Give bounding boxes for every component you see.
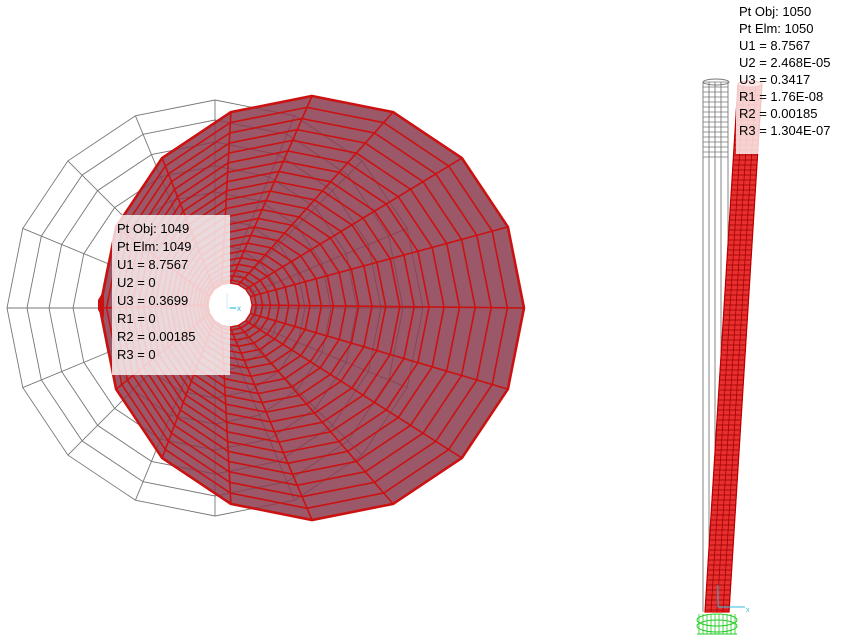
axis-x-label: x: [237, 304, 241, 313]
deformed-edge-fragment: [98, 290, 104, 318]
joint-tooltip-background: [112, 215, 230, 375]
tooltip-u1: U1 = 8.7567: [739, 38, 811, 53]
deformed-column-line: [722, 83, 757, 613]
joint-tooltip-background-elevation: [736, 2, 858, 154]
support-ring: [696, 613, 738, 627]
tooltip-u2: U2 = 2.468E-05: [739, 55, 831, 70]
undeformed-column-top: [702, 78, 730, 86]
deformed-mesh-elevation: [704, 80, 763, 613]
deformed-radial: [245, 157, 463, 291]
tooltip-r1: R1 = 1.76E-08: [739, 89, 824, 104]
tooltip-point-object: Pt Obj: 1050: [739, 4, 812, 19]
deformed-radial: [251, 304, 525, 309]
deformed-radial: [229, 95, 313, 284]
tooltip-r3: R3 = 1.304E-07: [739, 123, 831, 138]
tooltip-r3: R3 = 0: [117, 347, 156, 362]
tooltip-r1: R1 = 0: [117, 311, 156, 326]
tooltip-point-element: Pt Elm: 1049: [117, 239, 192, 254]
joint-tooltip-1050: Pt Obj: 1050 Pt Elm: 1050 U1 = 8.7567 U2…: [739, 3, 830, 139]
elevation-view[interactable]: x: [696, 78, 763, 635]
tooltip-u3: U3 = 0.3417: [739, 72, 811, 87]
tooltip-point-object: Pt Obj: 1049: [117, 221, 190, 236]
plan-view[interactable]: x: [6, 94, 526, 522]
deformed-column-line: [716, 83, 751, 613]
deformed-mesh-plan: [98, 94, 526, 522]
deformed-radial: [237, 324, 394, 505]
support-ring: [696, 619, 738, 633]
deformed-column-line: [728, 83, 763, 613]
axis-x-label-elevation: x: [746, 607, 750, 614]
tooltip-u3: U3 = 0.3699: [117, 293, 189, 308]
deformed-radial: [250, 226, 509, 298]
deformed-column-line: [704, 83, 739, 613]
deformed-radial: [237, 111, 394, 286]
fixed-support-icon: [696, 613, 738, 635]
deformed-radial: [229, 326, 313, 521]
local-axis-icon-elevation: x: [717, 585, 750, 614]
joint-tooltip-1049: Pt Obj: 1049 Pt Elm: 1049 U1 = 8.7567 U2…: [117, 220, 195, 364]
tooltip-u2: U2 = 0: [117, 275, 156, 290]
tooltip-u1: U1 = 8.7567: [117, 257, 189, 272]
tooltip-r2: R2 = 0.00185: [117, 329, 196, 344]
tooltip-point-element: Pt Elm: 1050: [739, 21, 814, 36]
tooltip-r2: R2 = 0.00185: [739, 106, 818, 121]
deformed-radial: [250, 312, 509, 390]
deformed-column-line: [710, 83, 745, 613]
deformed-radial: [245, 319, 463, 459]
